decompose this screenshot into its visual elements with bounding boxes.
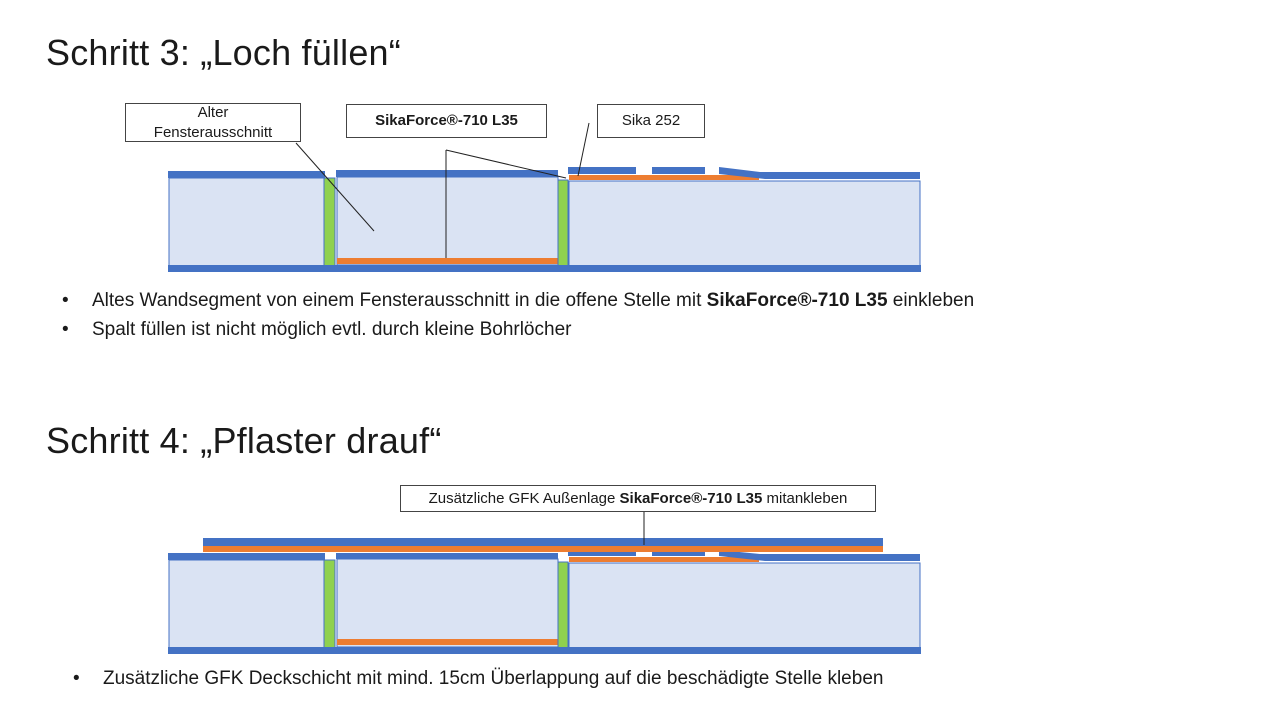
label-sika252: Sika 252	[597, 104, 705, 138]
skin-top-middle	[336, 553, 558, 559]
step4-bullet-list: Zusätzliche GFK Deckschicht mit mind. 15…	[73, 664, 883, 693]
panel-middle	[336, 558, 559, 648]
label-alter-line1: Alter	[197, 103, 229, 121]
skin-top-right-b	[652, 550, 705, 556]
label-gfk-bold: SikaForce®-710 L35	[619, 489, 763, 507]
diagram-step3	[168, 122, 921, 272]
seam-right	[557, 179, 569, 268]
skin-top-middle	[336, 170, 558, 177]
step4-bullet-1: Zusätzliche GFK Deckschicht mit mind. 15…	[73, 664, 883, 693]
label-gfk-text: Zusätzliche GFK Außenlage SikaForce®-710…	[429, 489, 848, 509]
label-alter-line2: Fensterausschnitt	[153, 123, 273, 141]
step4-title: Schritt 4: „Pflaster drauf“	[46, 420, 442, 461]
skin-top-left	[168, 553, 325, 560]
bullet-bold-product: SikaForce®-710 L35	[706, 290, 888, 311]
panel-right	[568, 562, 921, 649]
label-sika252-text: Sika 252	[621, 112, 681, 129]
skin-top-left	[168, 171, 325, 178]
leader-sika252	[577, 122, 590, 177]
patch-gfk-layer	[203, 538, 883, 546]
skin-top-right-c	[719, 550, 920, 561]
seam-left	[323, 559, 336, 649]
panel-right	[568, 180, 921, 267]
step3-bullet-2: Spalt füllen ist nicht möglich evtl. dur…	[62, 315, 974, 344]
seam-left	[323, 177, 336, 267]
adhesive-sika252	[569, 175, 759, 180]
label-sikaforce-text: SikaForce®-710 L35	[375, 112, 518, 129]
patch-adhesive-layer	[203, 546, 883, 552]
label-gfk-aussenlage: Zusätzliche GFK Außenlage SikaForce®-710…	[400, 485, 876, 512]
step3-bullet-list: Altes Wandsegment von einem Fensteraussc…	[62, 286, 974, 344]
step3-bullet-1: Altes Wandsegment von einem Fensteraussc…	[62, 286, 974, 315]
skin-top-right-c	[719, 167, 920, 179]
panel-left	[168, 177, 325, 267]
bullet-text-end: einkleben	[887, 290, 975, 311]
skin-top-right-b	[652, 167, 705, 174]
seam-right	[557, 561, 569, 649]
label-sikaforce: SikaForce®-710 L35	[346, 104, 547, 138]
skin-top-right-a	[568, 550, 636, 556]
skin-top-right-a	[568, 167, 636, 174]
diagram-step4	[168, 511, 921, 654]
step3-title: Schritt 3: „Loch füllen“	[46, 32, 401, 73]
label-alter-fensterausschnitt: Alter Fensterausschnitt	[125, 103, 301, 142]
adhesive-bottom-middle	[337, 258, 558, 264]
bullet-text: Altes Wandsegment von einem Fensteraussc…	[92, 290, 707, 311]
panel-middle	[336, 176, 559, 266]
adhesive-bottom-middle	[337, 639, 558, 645]
skin-bottom	[168, 647, 921, 654]
panel-left	[168, 559, 325, 649]
skin-bottom	[168, 265, 921, 272]
label-gfk-pre: Zusätzliche GFK Außenlage	[428, 489, 620, 507]
leader-sikaforce-2	[445, 149, 567, 179]
leader-alter	[295, 142, 375, 232]
label-gfk-post: mitankleben	[762, 489, 848, 507]
adhesive-inner	[569, 557, 759, 562]
